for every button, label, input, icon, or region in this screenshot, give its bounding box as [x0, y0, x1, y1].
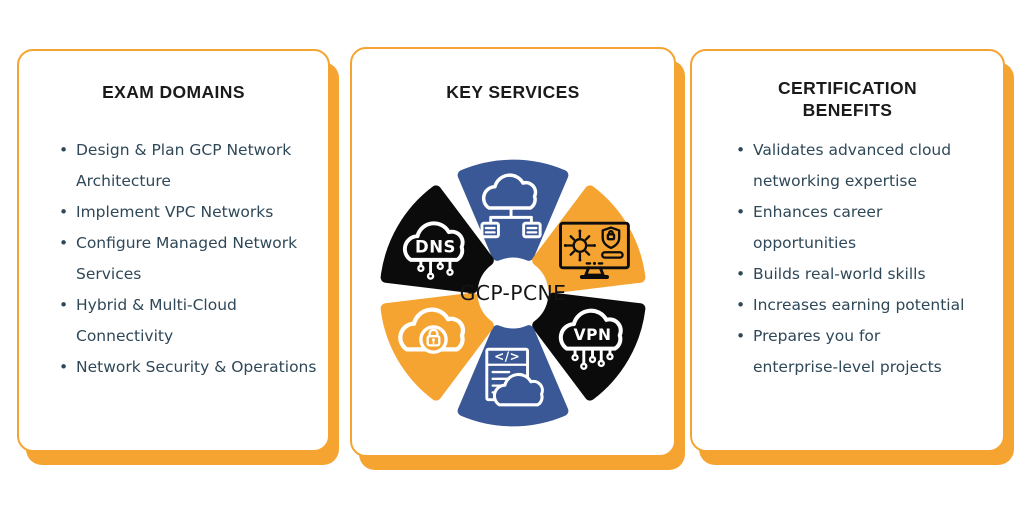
key-services-panel: KEY SERVICES	[350, 47, 676, 457]
exam-domain-item: Design & Plan GCP Network Architecture	[57, 135, 319, 197]
certification-benefits-title: CERTIFICATION BENEFITS	[777, 78, 918, 120]
exam-domains-title: EXAM DOMAINS	[102, 82, 245, 102]
dns-icon: DNS	[402, 221, 465, 280]
exam-domains-panel: EXAM DOMAINS Design & Plan GCP Network A…	[17, 49, 330, 452]
code-label: </>	[494, 349, 520, 363]
vpn-label: VPN	[574, 326, 612, 344]
services-hexagon-svg: DNS	[353, 133, 673, 453]
vpn-icon: VPN	[561, 311, 621, 370]
cloud-lock-icon	[400, 310, 463, 354]
dns-label: DNS	[415, 237, 456, 256]
benefit-item: Enhances career opportunities	[734, 197, 966, 259]
cloud-network-icon	[480, 173, 542, 239]
certification-benefits-panel: CERTIFICATION BENEFITS Validates advance…	[690, 49, 1005, 452]
benefit-item: Builds real-world skills	[734, 259, 966, 290]
services-hexagon-diagram: DNS	[353, 133, 673, 457]
benefit-item: Increases earning potential	[734, 290, 966, 321]
certification-benefits-list: Validates advanced cloud networking expe…	[692, 135, 1003, 383]
security-monitor-icon	[559, 221, 630, 279]
exam-domain-item: Network Security & Operations	[57, 352, 319, 383]
exam-domain-item: Implement VPC Networks	[57, 197, 319, 228]
exam-domains-list: Design & Plan GCP Network Architecture I…	[19, 135, 328, 383]
exam-domain-item: Hybrid & Multi-Cloud Connectivity	[57, 290, 319, 352]
key-services-title: KEY SERVICES	[446, 82, 580, 102]
benefit-item: Prepares you for enterprise-level projec…	[734, 321, 966, 383]
code-cloud-icon: </>	[485, 347, 544, 407]
exam-domain-item: Configure Managed Network Services	[57, 228, 319, 290]
center-certification-label: GCP-PCNE	[460, 281, 567, 305]
benefit-item: Validates advanced cloud networking expe…	[734, 135, 966, 197]
